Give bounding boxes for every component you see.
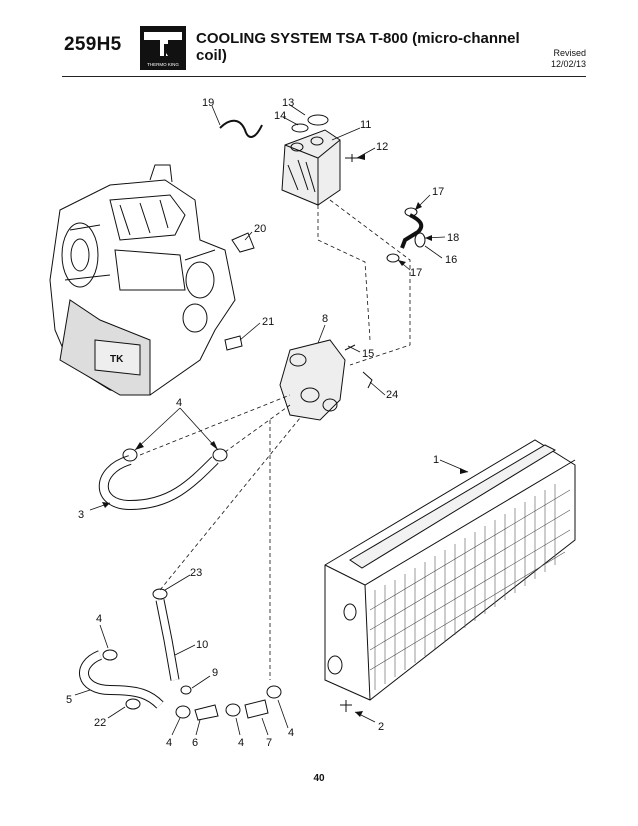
callout-17b: 17 (410, 267, 422, 279)
callout-3: 3 (78, 509, 84, 521)
callout-2: 2 (378, 721, 384, 733)
elbow-16 (414, 232, 426, 248)
hose-clamp-6a (175, 705, 191, 719)
callout-9: 9 (212, 667, 218, 679)
callout-1: 1 (433, 454, 439, 466)
short-hose-7 (244, 699, 269, 719)
elbow-fitting-6 (194, 704, 219, 721)
callout-11: 11 (360, 119, 371, 131)
revised-label: Revised (553, 48, 586, 58)
hose-clamp-upper-left (122, 448, 138, 462)
fitting-9 (180, 685, 192, 695)
page-number: 40 (313, 773, 325, 784)
lower-radiator-hose (80, 651, 163, 708)
callout-4b: 4 (96, 613, 102, 625)
callout-21: 21 (262, 316, 274, 328)
revision-info: Revised 12/02/13 (551, 48, 586, 70)
callout-4c: 4 (166, 737, 172, 749)
hose-clamp-7a (225, 703, 241, 717)
upper-radiator-hose (99, 456, 218, 510)
overflow-tube (219, 119, 263, 138)
thermo-king-logo: THERMO KING (140, 26, 186, 70)
hardware-2 (340, 700, 352, 712)
radiator-cap (307, 114, 329, 126)
callout-24: 24 (386, 389, 398, 401)
callout-4d: 4 (238, 737, 244, 749)
revised-date: 12/02/13 (550, 59, 586, 69)
engine-illustration: TK (49, 164, 236, 396)
page-title: COOLING SYSTEM TSA T-800 (micro-channel … (196, 30, 520, 64)
callout-4a: 4 (176, 397, 182, 409)
hose-clamp-23 (152, 588, 168, 600)
callout-7: 7 (266, 737, 272, 749)
callout-13: 13 (282, 97, 294, 109)
leader-lines (74, 104, 469, 736)
model-number: 259H5 (64, 34, 122, 55)
callout-23: 23 (190, 567, 202, 579)
callout-22: 22 (94, 717, 106, 729)
drain-plug-22 (125, 698, 141, 710)
callout-19: 19 (202, 97, 214, 109)
thermostat-housing (279, 339, 373, 421)
callout-16: 16 (445, 254, 457, 266)
callout-4e: 4 (288, 727, 294, 739)
hose-clamp-7b (266, 685, 282, 699)
callout-17a: 17 (432, 186, 444, 198)
callout-14: 14 (274, 110, 286, 122)
hose-10 (156, 599, 179, 681)
header-rule (62, 76, 586, 77)
cap-gasket (291, 123, 309, 133)
callout-6: 6 (192, 737, 198, 749)
callout-8: 8 (322, 313, 328, 325)
callout-15: 15 (362, 348, 374, 360)
callout-5: 5 (66, 694, 72, 706)
bracket (231, 232, 255, 253)
svg-text:THERMO KING: THERMO KING (147, 62, 179, 67)
connection-lines (139, 199, 411, 680)
temp-sensor (224, 335, 243, 351)
callout-12: 12 (376, 141, 388, 153)
hose-clamp-upper-right (212, 448, 228, 462)
hose-clamp-17b (386, 253, 400, 263)
callout-10: 10 (196, 639, 208, 651)
callout-18: 18 (447, 232, 459, 244)
exploded-parts-diagram: TK (49, 97, 576, 749)
callout-numbers: 1 2 3 4 4 4 4 4 5 6 7 8 9 10 11 12 13 14… (66, 97, 459, 749)
svg-text:TK: TK (110, 354, 124, 365)
coolant-reservoir (281, 129, 341, 206)
radiator-assembly (324, 439, 576, 701)
bypass-hose (400, 213, 424, 249)
hose-clamp-lower-left (102, 649, 118, 661)
callout-20: 20 (254, 223, 266, 235)
page-header: 259H5 THERMO KING COOLING SYSTEM TSA T-8… (0, 0, 638, 80)
